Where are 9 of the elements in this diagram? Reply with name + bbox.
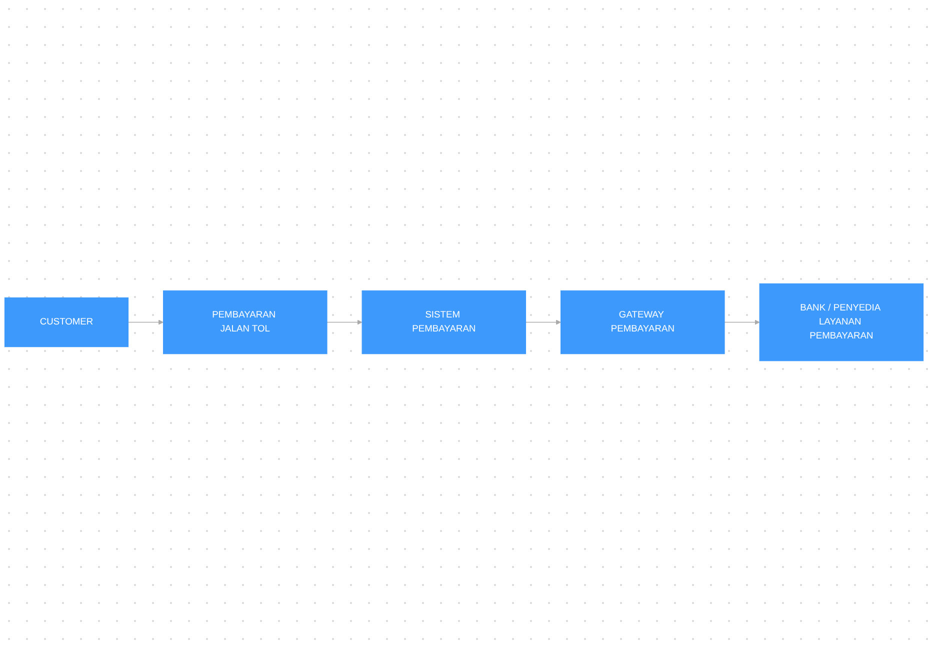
node-box: PEMBAYARAN JALAN TOL [163,290,328,354]
arrow [326,320,362,326]
node-box: SISTEM PEMBAYARAN [362,290,526,354]
arrow [525,320,562,326]
node-box: CUSTOMER [4,298,129,348]
node-box: GATEWAY PEMBAYARAN [560,290,725,354]
node-box: BANK / PENYEDIA LAYANAN PEMBAYARAN [759,284,924,362]
arrow [724,320,760,326]
arrow [128,320,164,326]
